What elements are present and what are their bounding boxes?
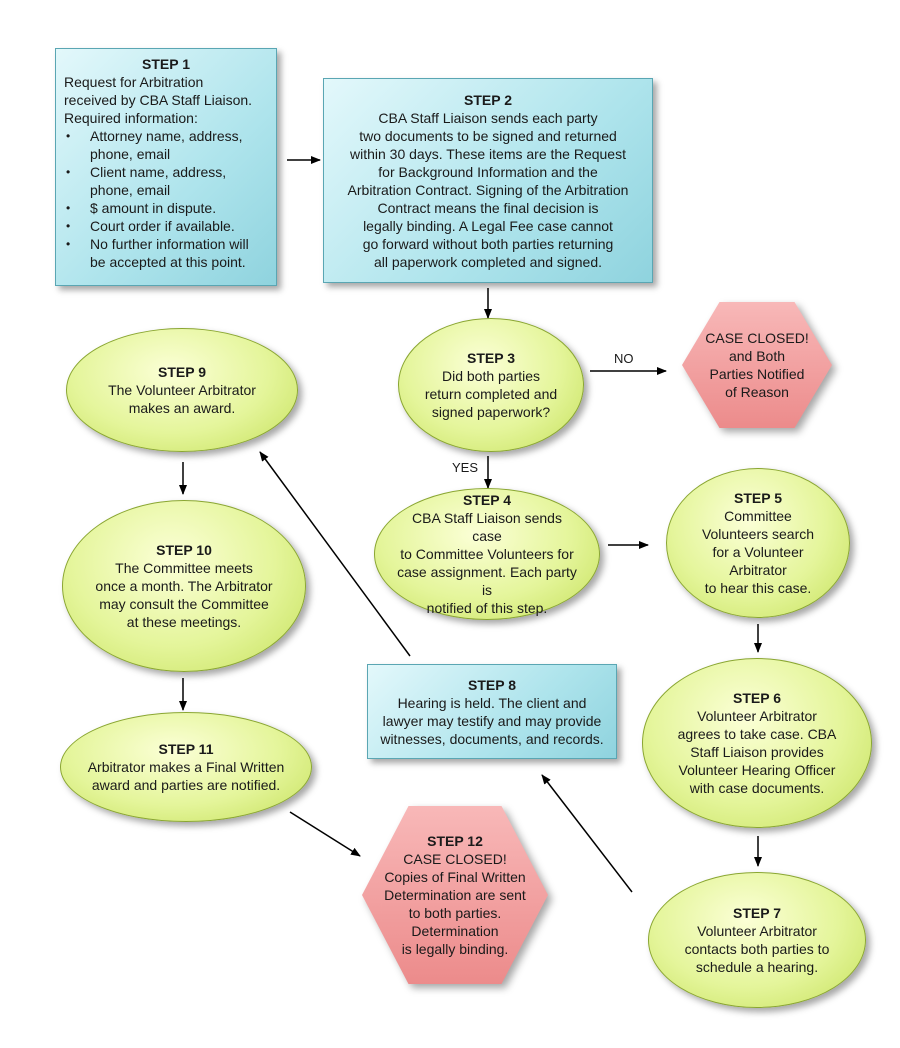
arrow-step7-to-step8 bbox=[541, 774, 633, 893]
step-3-line: signed paperwork? bbox=[431, 404, 551, 420]
step-2-line: legally binding. A Legal Fee case cannot bbox=[363, 217, 613, 234]
step-2-line: for Background Information and the bbox=[378, 163, 598, 180]
step-12-line: Determination are sent bbox=[384, 887, 526, 903]
case-closed-line: and Both bbox=[728, 348, 786, 364]
step-1-bullet: Attorney name, address, phone, email bbox=[64, 127, 268, 163]
step-2-line: Arbitration Contract. Signing of the Arb… bbox=[347, 181, 629, 198]
step-1-box: STEP 1 Request for Arbitration received … bbox=[55, 48, 277, 286]
step-2-line: CBA Staff Liaison sends each party bbox=[378, 109, 598, 126]
step-2-line: Contract means the final decision is bbox=[377, 199, 599, 216]
step-12-title: STEP 12 bbox=[427, 833, 483, 849]
step-2-line: all paperwork completed and signed. bbox=[373, 253, 603, 270]
step-8-line: lawyer may testify and may provide bbox=[382, 712, 602, 729]
step-11-line: award and parties are notified. bbox=[91, 777, 281, 793]
step-5-line: to hear this case. bbox=[704, 580, 812, 596]
step-4-line: CBA Staff Liaison sends case bbox=[412, 510, 562, 544]
step-8-title: STEP 8 bbox=[468, 676, 516, 693]
step-10-title: STEP 10 bbox=[156, 542, 212, 558]
step-7-line: schedule a hearing. bbox=[695, 959, 819, 975]
step-3-oval: STEP 3 Did both parties return completed… bbox=[398, 318, 584, 452]
step-7-title: STEP 7 bbox=[733, 905, 781, 921]
arrow-step11-to-step12 bbox=[289, 811, 361, 857]
step-12-line: is legally binding. bbox=[401, 941, 509, 957]
step-1-required-list: Attorney name, address, phone, email Cli… bbox=[64, 127, 268, 271]
step-6-line: Staff Liaison provides bbox=[690, 744, 824, 760]
step-4-line: notified of this step. bbox=[426, 600, 548, 616]
step-12-hexagon: STEP 12 CASE CLOSED! Copies of Final Wri… bbox=[362, 806, 548, 984]
step-6-line: agrees to take case. CBA bbox=[677, 726, 837, 742]
case-closed-line: CASE CLOSED! bbox=[705, 330, 809, 346]
step-11-line: Arbitrator makes a Final Written bbox=[87, 759, 285, 775]
step-10-line: once a month. The Arbitrator bbox=[95, 578, 273, 594]
step-2-line: go forward without both parties returnin… bbox=[362, 235, 614, 252]
step-2-box: STEP 2 CBA Staff Liaison sends each part… bbox=[323, 78, 653, 283]
step-1-intro-2: received by CBA Staff Liaison. bbox=[64, 92, 253, 108]
step-2-title: STEP 2 bbox=[464, 91, 512, 108]
step-9-title: STEP 9 bbox=[158, 364, 206, 380]
step-9-line: The Volunteer Arbitrator bbox=[108, 382, 256, 398]
step-2-line: within 30 days. These items are the Requ… bbox=[349, 145, 626, 162]
step-12-line: CASE CLOSED! bbox=[403, 851, 507, 867]
step-5-oval: STEP 5 Committee Volunteers search for a… bbox=[666, 468, 850, 618]
step-10-line: The Committee meets bbox=[115, 560, 253, 576]
step-10-line: may consult the Committee bbox=[99, 596, 269, 612]
step-4-line: case assignment. Each party is bbox=[397, 564, 577, 598]
step-5-line: for a Volunteer bbox=[712, 544, 804, 560]
step-5-line: Committee bbox=[724, 508, 792, 524]
step-12-line: Determination bbox=[411, 923, 499, 939]
step-4-title: STEP 4 bbox=[463, 492, 511, 508]
step-5-title: STEP 5 bbox=[734, 490, 782, 506]
step-1-intro-3: Required information: bbox=[64, 110, 198, 126]
step-7-oval: STEP 7 Volunteer Arbitrator contacts bot… bbox=[648, 872, 866, 1008]
step-3-line: Did both parties bbox=[441, 368, 541, 384]
step-4-line: to Committee Volunteers for bbox=[400, 546, 574, 562]
step-6-title: STEP 6 bbox=[733, 690, 781, 706]
step-12-line: to both parties. bbox=[408, 905, 502, 921]
case-closed-hexagon: CASE CLOSED! and Both Parties Notified o… bbox=[682, 302, 832, 428]
step-3-line: return completed and bbox=[424, 386, 558, 402]
step-4-oval: STEP 4 CBA Staff Liaison sends case to C… bbox=[374, 488, 600, 620]
step-8-box: STEP 8 Hearing is held. The client and l… bbox=[367, 664, 617, 759]
step-5-line: Arbitrator bbox=[729, 562, 787, 578]
step-2-line: two documents to be signed and returned bbox=[359, 127, 617, 144]
step-9-oval: STEP 9 The Volunteer Arbitrator makes an… bbox=[66, 328, 298, 452]
arrow-step8-to-step9 bbox=[259, 451, 411, 657]
step-9-line: makes an award. bbox=[128, 400, 236, 416]
step-6-line: Volunteer Hearing Officer bbox=[678, 762, 836, 778]
step-11-oval: STEP 11 Arbitrator makes a Final Written… bbox=[60, 712, 312, 822]
step-6-line: Volunteer Arbitrator bbox=[697, 708, 817, 724]
yes-label: YES bbox=[452, 460, 479, 475]
case-closed-line: Parties Notified bbox=[709, 366, 805, 382]
step-3-title: STEP 3 bbox=[467, 350, 515, 366]
step-7-line: contacts both parties to bbox=[684, 941, 830, 957]
step-10-oval: STEP 10 The Committee meets once a month… bbox=[62, 500, 306, 672]
step-10-line: at these meetings. bbox=[126, 614, 242, 630]
step-5-line: Volunteers search bbox=[701, 526, 815, 542]
step-1-bullet: Court order if available. bbox=[64, 217, 268, 235]
step-6-line: with case documents. bbox=[689, 780, 825, 796]
case-closed-line: of Reason bbox=[725, 384, 789, 400]
step-1-title: STEP 1 bbox=[142, 56, 190, 72]
step-8-line: Hearing is held. The client and bbox=[397, 694, 587, 711]
step-1-bullet: Client name, address, phone, email bbox=[64, 163, 268, 199]
step-8-line: witnesses, documents, and records. bbox=[380, 730, 604, 747]
step-1-intro-1: Request for Arbitration bbox=[64, 74, 204, 90]
step-1-bullet: $ amount in dispute. bbox=[64, 199, 268, 217]
step-11-title: STEP 11 bbox=[158, 741, 214, 757]
step-6-oval: STEP 6 Volunteer Arbitrator agrees to ta… bbox=[642, 658, 872, 828]
step-12-line: Copies of Final Written bbox=[384, 869, 526, 885]
no-label: NO bbox=[614, 351, 634, 366]
step-1-bullet: No further information will be accepted … bbox=[64, 235, 268, 271]
step-7-line: Volunteer Arbitrator bbox=[697, 923, 817, 939]
